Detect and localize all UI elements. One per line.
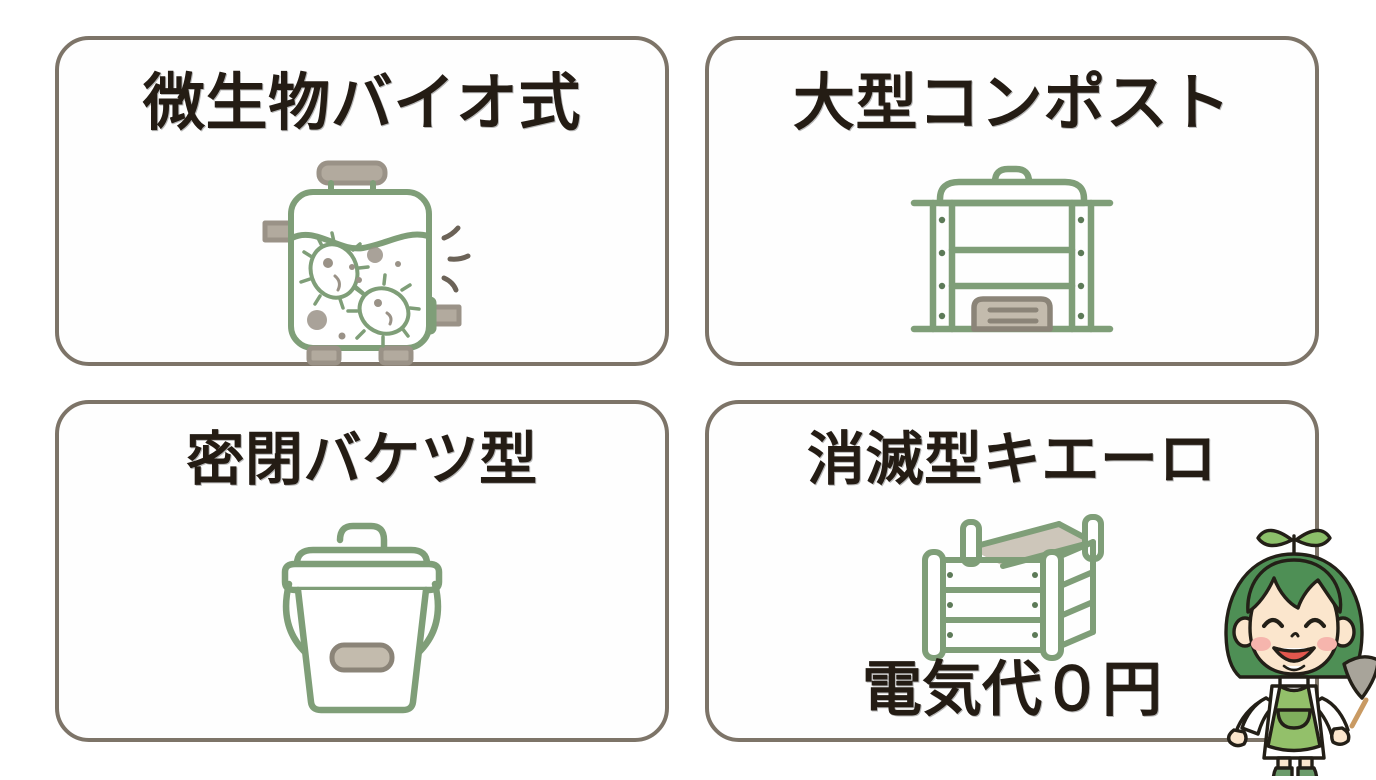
- card-sealed-bucket[interactable]: 密閉バケツ型: [55, 400, 669, 742]
- card-kiero-box[interactable]: 消滅型キエーロ: [705, 400, 1319, 742]
- card-title-microbial-bio: 微生物バイオ式: [142, 66, 582, 139]
- card-title-large-compost: 大型コンポスト: [792, 66, 1232, 139]
- card-title-sealed-bucket: 密閉バケツ型: [186, 425, 538, 493]
- large-compost-bin-icon: [709, 158, 1315, 348]
- card-microbial-bio[interactable]: 微生物バイオ式: [55, 36, 669, 366]
- card-title-kiero-box: 消滅型キエーロ: [806, 425, 1218, 493]
- sealed-bucket-icon: [59, 512, 665, 722]
- card-large-compost[interactable]: 大型コンポスト: [705, 36, 1319, 366]
- wooden-compost-box-icon: [709, 504, 1315, 669]
- bio-composter-machine-icon: [59, 156, 665, 371]
- card-caption-kiero-box: 電気代０円: [862, 655, 1162, 725]
